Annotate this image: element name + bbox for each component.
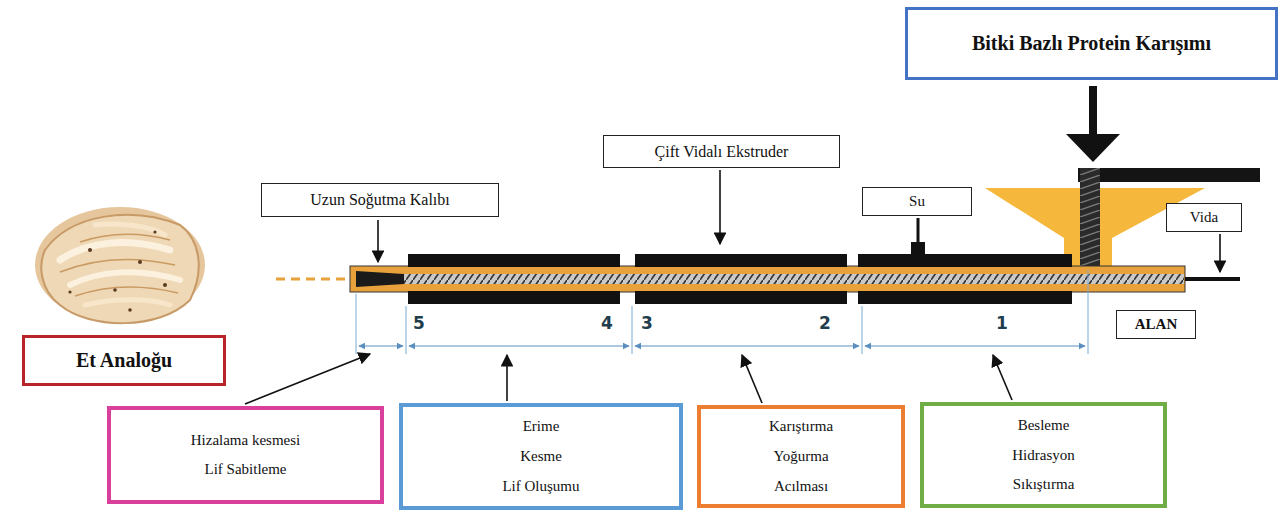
meat-analogue-picture-part [95,224,165,235]
leader-arrow-part [993,355,1012,400]
input-box: Bitki Bazlı Protein Karışımı [905,7,1278,80]
meat-analogue-picture-part [60,243,170,260]
extruder-barrel [276,218,1240,304]
node-text: Yoğurma [773,447,828,466]
leader-arrow-part [506,355,508,401]
meat-analogue-picture-part [41,215,198,323]
zone-number: 4 [601,315,613,332]
meat-analogue-picture [35,207,205,323]
extruder-barrel-part [858,291,1072,304]
meat-analogue-picture-part [113,288,117,292]
zone-dimension-lines-part [409,345,629,346]
extruder-barrel-part [350,266,1185,292]
extruder-barrel-part [1185,277,1240,281]
meat-analogue-picture-part [60,260,175,272]
meat-analogue-picture-part [88,248,92,252]
node-text: Et Analoğu [76,348,172,373]
zone-number: 5 [413,315,425,332]
extruder-barrel-part [356,271,404,287]
meat-analogue-picture-part [138,260,142,264]
zone-box: KarıştırmaYoğurmaAcılması [697,405,905,508]
node-text: Erime [523,417,560,436]
leader-arrow-part [742,355,762,403]
extruder-barrel-part [911,242,925,254]
node-text: Çift Vidalı Ekstruder [655,142,789,162]
zone-dimension-lines [356,270,1088,354]
zone-number: 3 [641,315,653,332]
node-text: Sıkıştırma [1013,475,1075,494]
node-text: Kesme [520,447,562,466]
hopper-part [1078,168,1260,182]
node-text: Acılması [774,477,828,496]
extruder-barrel-part [635,254,847,267]
feed-arrow-part [1089,86,1097,138]
feed-arrow-part [1066,134,1120,162]
node-text: Su [909,192,925,211]
meat-analogue-picture-part [163,283,167,287]
node-text: Bitki Bazlı Protein Karışımı [972,31,1211,56]
zone-dimension-lines-part [356,294,357,354]
zone-dimension-lines-part [632,306,633,354]
extruder-barrel-part [408,254,620,267]
hopper [985,168,1260,268]
zone-box: ErimeKesmeLif Oluşumu [399,403,683,510]
meat-analogue-picture-part [75,287,178,296]
label-box: Su [862,187,972,216]
pointer-arrow-part [377,220,379,262]
pointer-arrow [378,170,1220,272]
node-text: Hidrasyon [1012,446,1075,465]
extruder-barrel-part [858,254,1072,267]
node-text: Lif Oluşumu [502,477,579,496]
node-text: Vida [1190,208,1218,227]
meat-analogue-picture-part [153,230,156,233]
node-text: Hizalama kesmesi [191,431,301,450]
pointer-arrow-part [1219,234,1221,272]
meat-analogue-picture-part [70,272,180,285]
extruder-barrel-part [404,274,1184,284]
extruder-barrel-part [917,218,920,242]
meat-analogue-picture-part [80,234,170,242]
zone-dimension-lines-part [635,345,859,346]
label-box: Çift Vidalı Ekstruder [603,135,840,168]
leader-arrow [245,354,1012,404]
meat-analogue-picture-part [128,308,132,312]
leader-arrow-part [245,354,370,404]
node-text: Besleme [1018,416,1070,435]
node-text: Uzun Soğutma Kalıbı [310,190,450,210]
meat-analogue-picture-part [68,290,71,293]
zone-box: BeslemeHidrasyonSıkıştırma [920,402,1167,508]
label-box: Uzun Soğutma Kalıbı [261,183,499,217]
extruder-barrel-part [635,291,847,304]
hopper-part [1080,168,1100,268]
zone-number: 2 [819,315,831,332]
label-box: ALAN [1116,310,1196,339]
zone-dimension-lines-part [865,345,1085,346]
extruder-barrel-part [408,291,620,304]
zone-dimension-lines-part [1088,270,1089,354]
node-text: Lif Sabitleme [204,460,286,479]
zone-dimension-lines-part [359,345,403,346]
label-box: Vida [1166,203,1242,232]
extruder-barrel-part [276,278,350,281]
zone-dimension-lines-part [862,306,863,354]
zone-dimension-lines-part [406,306,407,354]
feed-arrow [1066,86,1120,162]
pointer-arrow-part [719,170,721,244]
node-text: Karıştırma [769,417,833,436]
meat-analogue-picture-part [35,207,205,323]
node-text: ALAN [1135,315,1178,334]
output-box: Et Analoğu [22,335,226,386]
meat-analogue-picture-part [85,300,170,305]
zone-number: 1 [996,315,1008,332]
zone-box: Hizalama kesmesiLif Sabitleme [107,406,384,504]
